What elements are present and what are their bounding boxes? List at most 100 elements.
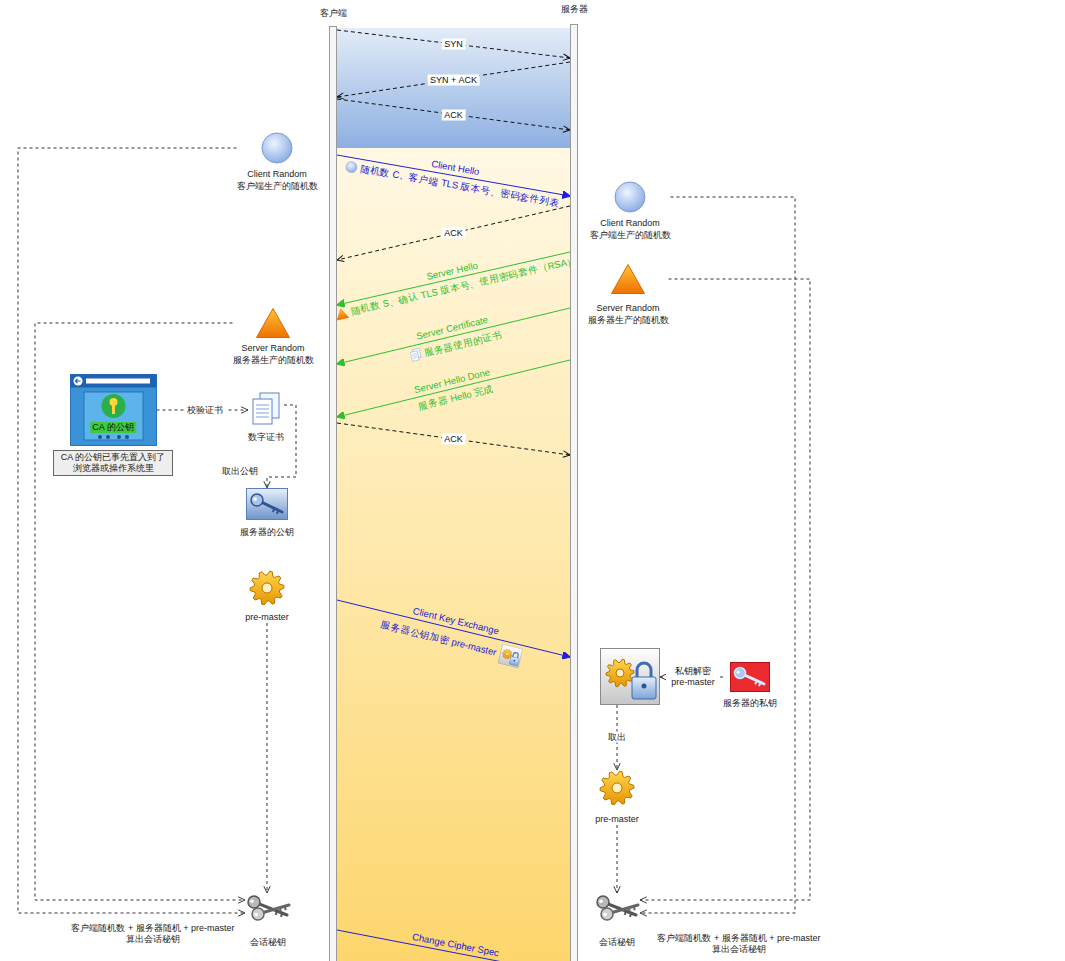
session-key-icon-part — [601, 908, 613, 920]
node-note: 客户端随机数 + 服务器随机 + pre-master 算出会话秘钥 — [654, 933, 824, 955]
edge-label-box: 取出 — [605, 732, 629, 743]
client-random-icon-part — [262, 133, 292, 163]
node-note: 客户端生产的随机数 — [590, 230, 671, 241]
digital-certificate-icon-part — [253, 399, 272, 424]
node-caption: Client Random — [247, 169, 307, 180]
ca-public-key-icon-part — [70, 375, 156, 388]
node-caption: CA 的公钥 — [90, 422, 136, 433]
ca-public-key-icon-part — [70, 375, 156, 446]
server-private-key: 服务器的私钥 — [723, 662, 777, 709]
server-public-key-icon-part — [253, 497, 257, 501]
message-icon-part — [411, 353, 416, 354]
edge-label-box: ACK — [441, 228, 466, 239]
server-private-key-icon-part — [735, 668, 746, 679]
message-icon — [344, 160, 358, 174]
flow-arrow — [640, 279, 810, 900]
session-key-icon-part — [625, 911, 626, 915]
step-label: 取出 — [608, 732, 626, 743]
message-icon — [496, 643, 522, 668]
decrypt-box-icon-part — [601, 649, 660, 705]
server-private-key-icon-part — [759, 682, 761, 686]
digital-certificate: 数字证书 — [248, 392, 284, 443]
message-arrow — [337, 930, 570, 961]
flow-arrow — [35, 323, 245, 900]
server-public-key-icon-part — [247, 489, 288, 520]
server-public-key-icon-part — [277, 510, 279, 514]
edge-label-box: ACK — [441, 434, 466, 445]
session-key-icon-part — [629, 908, 630, 912]
ca-public-key-icon-part — [125, 435, 129, 439]
edge-label-box: 校验证书 — [184, 405, 226, 416]
message-icon-part — [344, 160, 357, 173]
session-key-icon-part — [603, 913, 607, 917]
client-random: Client Random客户端生产的随机数 — [237, 132, 318, 192]
digital-certificate-icon-part — [256, 405, 269, 406]
node-caption: Server Random — [596, 303, 659, 314]
session-key-icon-part — [634, 906, 635, 910]
ca-public-key-icon-part — [75, 379, 80, 383]
message-name: ACK — [444, 434, 463, 445]
message-icon-part — [512, 659, 514, 661]
message-name: ACK — [444, 228, 463, 239]
server-private-key-icon-part — [755, 681, 757, 685]
step-label: 私钥解密 pre-master — [669, 666, 717, 688]
message-icon-part — [412, 356, 417, 357]
session-key-icon-part — [254, 913, 258, 917]
ca-public-key: CA 的公钥CA 的公钥已事先置入到了 浏览器或操作系统里 — [70, 374, 157, 446]
node-caption: 服务器的私钥 — [723, 698, 777, 709]
client-random-icon-part — [615, 182, 645, 212]
server-public-key-icon-part — [251, 494, 263, 506]
session-key-icon-part — [630, 913, 631, 917]
decrypt-box — [600, 648, 660, 705]
message-name: SYN + ACK — [430, 74, 477, 85]
session-key-icon — [245, 893, 291, 923]
server-public-key-icon-part — [273, 508, 275, 512]
session-key-icon-part — [285, 906, 286, 910]
flow-arrow — [617, 825, 618, 893]
session-key-icon-part — [281, 913, 282, 917]
tcp-handshake-band — [337, 28, 570, 148]
server-random: Server Random服务器生产的随机数 — [588, 263, 669, 326]
session-key: 会话秘钥客户端随机数 + 服务器随机 + pre-master 算出会话秘钥 — [594, 893, 640, 948]
digital-certificate-icon-part — [256, 409, 269, 410]
node-caption: pre-master — [595, 814, 639, 825]
message-name: ACK — [444, 109, 463, 120]
ca-public-key-icon-part — [98, 435, 102, 439]
node-caption: 服务器的公钥 — [240, 527, 294, 538]
pre-master-icon-part — [262, 583, 272, 593]
step-label: 校验证书 — [187, 405, 223, 416]
edge-label-box: SYN + ACK — [427, 74, 480, 85]
client-random-icon — [614, 181, 646, 213]
node-note: CA 的公钥已事先置入到了 浏览器或操作系统里 — [53, 450, 173, 476]
node-caption: 会话秘钥 — [599, 937, 635, 948]
ca-public-key-icon-part — [84, 392, 143, 440]
message-icon-part — [334, 307, 348, 320]
server-random: Server Random服务器生产的随机数 — [233, 307, 314, 366]
session-key-icon-part — [280, 908, 281, 912]
ca-public-key-icon-part — [112, 405, 115, 414]
message-arrow — [337, 308, 570, 364]
message-arrow — [337, 206, 570, 260]
edge-label-box: 取出公钥 — [222, 466, 258, 477]
message-arrow — [337, 62, 570, 97]
server-random-icon — [255, 307, 291, 339]
message-icon-part — [410, 351, 419, 362]
server-random-icon-part — [612, 265, 645, 294]
decrypt-box-icon-part — [642, 684, 647, 689]
connector-group — [18, 30, 810, 961]
pre-master-icon-part — [612, 783, 622, 793]
server-random-icon — [610, 263, 646, 295]
flow-arrow — [267, 623, 268, 893]
node-caption: Client Random — [600, 218, 660, 229]
edge-label-box: 私钥解密 pre-master — [666, 666, 720, 688]
message-name: SYN — [444, 39, 463, 50]
server-private-key-icon-part — [731, 663, 770, 692]
message-icon — [409, 347, 423, 362]
server-private-key-icon-part — [737, 671, 740, 674]
client-random: Client Random客户端生产的随机数 — [590, 181, 671, 241]
ca-public-key-icon-part — [109, 398, 117, 406]
server-public-key: 服务器的公钥 — [240, 488, 294, 538]
message-icon — [334, 306, 349, 321]
